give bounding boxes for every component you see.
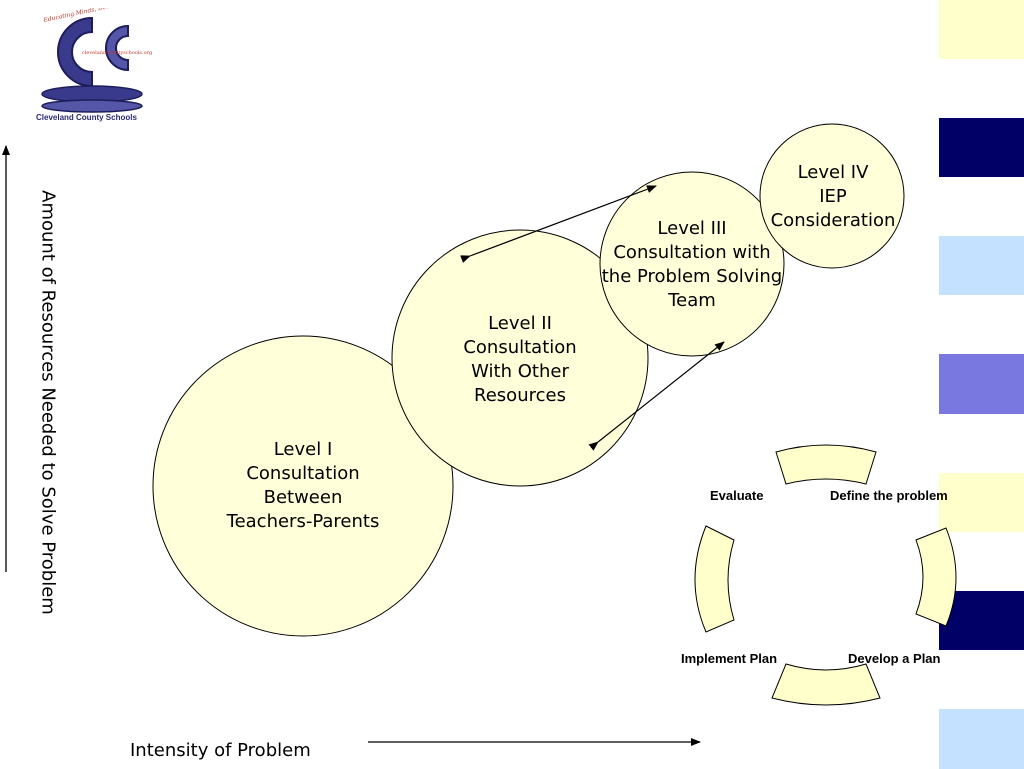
level-4-line: Level IV — [797, 162, 869, 183]
level-2-line: Level II — [488, 313, 552, 334]
stripe-block — [939, 472, 1024, 533]
stripe-block — [939, 177, 1024, 238]
stripe-block — [939, 295, 1024, 356]
level-1-circle — [152, 335, 454, 637]
cycle-arc-top — [775, 444, 877, 485]
level-1-line: Teachers-Parents — [226, 511, 380, 532]
level-2-label: Level II Consultation With Other Resourc… — [420, 310, 620, 410]
level-2-line: Resources — [474, 385, 566, 406]
stripe-block — [939, 59, 1024, 120]
cycle-step-define-problem: Define the problem — [830, 488, 948, 503]
level-3-line: Level III — [657, 218, 727, 239]
level-4-label: Level IV IEP Consideration — [760, 160, 906, 234]
lower-double-arrow — [588, 341, 725, 451]
level-3-label: Level III Consultation with the Problem … — [580, 216, 804, 314]
cycle-step-evaluate: Evaluate — [710, 488, 764, 503]
cycle-diagram — [694, 444, 957, 706]
level-3-line: Team — [668, 290, 716, 311]
cycle-arc-right — [915, 527, 957, 627]
logo-url: clevelandcountyschools.org — [82, 50, 153, 56]
level-1-line: Between — [263, 487, 343, 508]
y-axis-label: Amount of Resources Needed to Solve Prob… — [37, 190, 59, 615]
cycle-step-implement-plan: Implement Plan — [681, 651, 778, 666]
stripe-block — [939, 708, 1024, 769]
level-3-line: the Problem Solving — [601, 266, 783, 287]
level-2-line: Consultation — [463, 337, 577, 358]
level-4-circle — [759, 123, 905, 269]
cycle-step-develop-plan: Develop a Plan — [848, 651, 941, 666]
stripe-block — [939, 649, 1024, 710]
stripe-block — [939, 413, 1024, 474]
level-1-line: Level I — [273, 439, 333, 460]
level-1-label: Level I Consultation Between Teachers-Pa… — [193, 426, 413, 546]
logo-caption: Cleveland County Schools — [36, 113, 137, 122]
level-4-line: IEP — [819, 186, 847, 207]
stripe-block — [939, 118, 1024, 179]
level-4-line: Consideration — [770, 210, 896, 231]
level-2-line: With Other — [471, 361, 569, 382]
upper-double-arrow — [460, 185, 657, 263]
stripe-block — [939, 236, 1024, 297]
stripe-block — [939, 354, 1024, 415]
school-logo: Educating Minds, Developing Futures clev… — [30, 0, 158, 124]
logo-graphic: Educating Minds, Developing Futures clev… — [41, 0, 158, 113]
cycle-arc-bottom — [771, 663, 881, 706]
level-1-line: Consultation — [246, 463, 360, 484]
level-3-line: Consultation with — [613, 242, 771, 263]
x-axis-label: Intensity of Problem — [130, 740, 311, 761]
cycle-arc-left — [694, 525, 735, 633]
stripe-block — [939, 0, 1024, 60]
